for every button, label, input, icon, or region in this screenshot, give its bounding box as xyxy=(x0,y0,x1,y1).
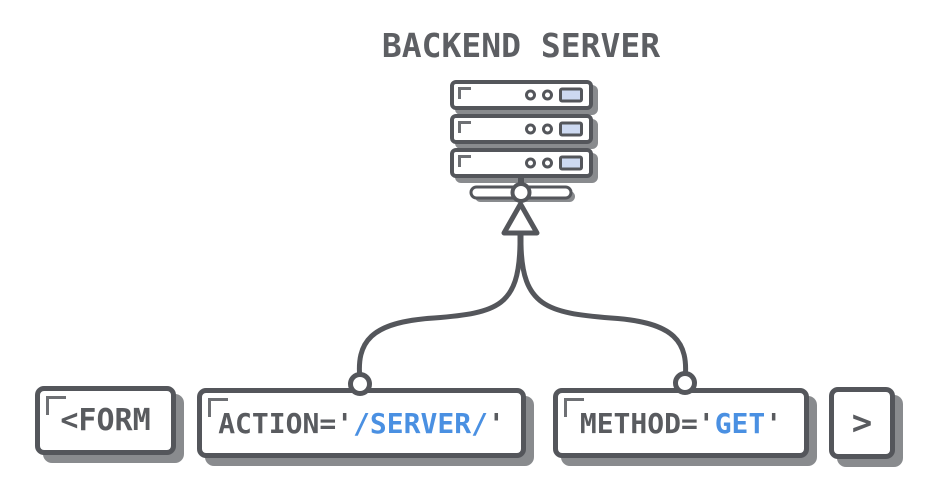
led-circle-icon xyxy=(525,157,536,169)
corner-mark-icon xyxy=(564,398,584,417)
action-connector-curve xyxy=(356,231,523,383)
method-attribute-box: METHOD='GET' xyxy=(553,388,809,458)
method-value: GET xyxy=(714,406,766,440)
method-connector-curve xyxy=(518,231,689,383)
led-circle-icon xyxy=(525,123,536,135)
server-connector-stub xyxy=(518,110,525,114)
action-value: /SERVER/ xyxy=(353,406,488,440)
server-icon xyxy=(450,80,593,178)
led-slot-icon xyxy=(559,155,583,171)
led-slot-icon xyxy=(559,121,583,137)
led-circle-icon xyxy=(525,89,536,101)
page-title: BACKEND SERVER xyxy=(381,26,661,65)
corner-mark-icon xyxy=(458,155,471,167)
led-circle-icon xyxy=(542,123,553,135)
server-connector-stub xyxy=(518,144,525,148)
corner-mark-icon xyxy=(458,121,471,133)
server-leds xyxy=(525,121,583,137)
led-circle-icon xyxy=(542,157,553,169)
form-close-bracket-label: > xyxy=(851,403,873,443)
hub-bar-shadow xyxy=(475,191,575,202)
led-slot-icon xyxy=(559,87,583,103)
led-circle-icon xyxy=(542,89,553,101)
action-attribute-box: ACTION='/SERVER/' xyxy=(197,388,526,458)
corner-mark-icon xyxy=(46,396,66,415)
server-leds xyxy=(525,87,583,103)
action-attribute-label: ACTION='/SERVER/' xyxy=(218,406,505,440)
hub-node-circle xyxy=(510,182,532,203)
corner-mark-icon xyxy=(458,87,471,99)
form-open-tag-label: <FORM xyxy=(60,403,151,438)
hub-bar xyxy=(469,185,573,200)
method-attribute-label: METHOD='GET' xyxy=(579,406,783,440)
arrow-up-icon xyxy=(501,201,540,236)
form-close-bracket-box: > xyxy=(829,387,895,459)
server-leds xyxy=(525,155,583,171)
corner-mark-icon xyxy=(208,398,228,417)
form-open-tag-box: <FORM xyxy=(35,386,176,455)
server-unit xyxy=(450,114,593,144)
server-unit xyxy=(450,148,593,178)
server-unit xyxy=(450,80,593,110)
